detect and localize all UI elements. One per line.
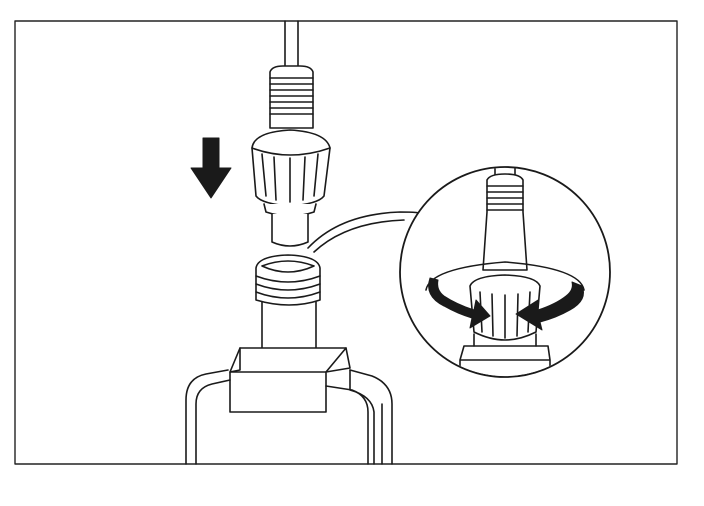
rotation-band-back	[425, 261, 585, 291]
socket-thread	[255, 254, 321, 306]
detail-socket-collar	[473, 333, 537, 347]
detail-circle	[399, 166, 611, 378]
plug-pin	[271, 213, 309, 247]
detail-boot-ribs	[486, 185, 524, 211]
plug-nut	[251, 129, 331, 207]
callout-leader-inner	[313, 219, 405, 253]
boot-ribs	[269, 77, 314, 115]
socket-base	[229, 347, 351, 413]
rotate-left-icon	[428, 277, 491, 329]
cable-plug	[251, 20, 331, 247]
housing-step	[349, 369, 383, 465]
diagram-frame	[14, 20, 678, 465]
housing-body	[185, 369, 393, 465]
detail-boot	[482, 173, 528, 271]
socket-rim	[261, 260, 315, 273]
socket-barrel	[261, 301, 317, 349]
device-housing	[185, 254, 393, 465]
nut-top-ellipse	[251, 147, 331, 156]
cable	[284, 20, 299, 69]
socket-base-edge	[229, 347, 347, 373]
arrow-down-icon	[190, 137, 232, 199]
plug-boot	[269, 65, 314, 129]
socket-threads	[255, 275, 321, 299]
detail-view	[399, 166, 611, 378]
nut-grooves	[261, 153, 319, 203]
detail-base	[459, 345, 551, 376]
rotate-right-icon	[515, 281, 584, 331]
